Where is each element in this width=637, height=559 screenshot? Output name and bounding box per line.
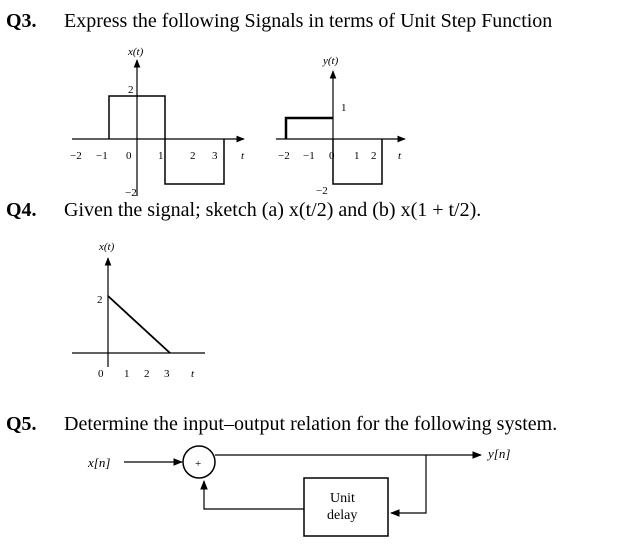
q4-tick-0: 0 — [98, 368, 104, 380]
question-3-text: Express the following Signals in terms o… — [64, 10, 553, 32]
question-4: Q4. Given the signal; sketch (a) x(t/2) a… — [6, 199, 481, 221]
question-4-text: Given the signal; sketch (a) x(t/2) and … — [64, 199, 482, 221]
q3-xt-tick-0: 0 — [126, 150, 132, 162]
q5-block-diagram: x[n] + y[n] Unit delay — [87, 445, 510, 537]
q3-yt-tick-0: 0 — [329, 150, 335, 162]
q5-unit-delay-block — [303, 477, 389, 537]
q3-yt-tick-m2: −2 — [278, 150, 290, 162]
q3-xt-tick-3: 3 — [212, 150, 218, 162]
q5-adder — [182, 445, 216, 479]
q3-xt-ylabel: x(t) — [127, 46, 144, 58]
q5-tap-line — [390, 455, 427, 517]
q5-output-label: y[n] — [486, 446, 510, 461]
q4-signal-ramp — [107, 295, 171, 354]
question-3: Q3. Express the following Signals in term… — [6, 10, 552, 32]
q4-tick-2: 2 — [144, 368, 150, 380]
question-5-text: Determine the input–output relation for … — [64, 413, 558, 435]
q4-tick-3: 3 — [164, 368, 170, 380]
q3-yt-ylabel: y(t) — [322, 55, 339, 67]
q3-yt-tick-1: 1 — [354, 150, 360, 162]
q5-block-line1: Unit — [330, 491, 355, 506]
question-5: Q5. Determine the input–output relation f… — [6, 413, 557, 435]
q3-yt-y-bottom: −2 — [316, 185, 328, 197]
question-4-number: Q4. — [6, 199, 37, 221]
q3-xt-y-top: 2 — [128, 84, 134, 96]
q3-xt-y-bottom: −2 — [125, 187, 137, 199]
q3-yt-plot: y(t) 1 −2 −2 −1 0 1 2 t — [276, 55, 406, 197]
q3-yt-tick-m1: −1 — [303, 150, 315, 162]
q3-xt-tick-m2: −2 — [70, 150, 82, 162]
q3-yt-tick-2: 2 — [371, 150, 377, 162]
q4-tick-1: 1 — [124, 368, 130, 380]
q3-xt-signal — [108, 95, 225, 185]
q3-xt-tick-m1: −1 — [96, 150, 108, 162]
q5-feedback-line — [200, 480, 304, 510]
q4-ylabel: x(t) — [98, 241, 115, 253]
q5-adder-sign: + — [195, 458, 201, 470]
q3-yt-signal-left — [284, 116, 333, 139]
question-3-number: Q3. — [6, 10, 37, 32]
q3-yt-y-top: 1 — [341, 102, 347, 114]
q3-xt-plot: x(t) 2 −2 −2 −1 0 1 2 3 t — [70, 46, 245, 199]
q4-y-tick-2: 2 — [97, 294, 103, 306]
q4-xt-plot: x(t) 2 0 1 2 3 t — [72, 241, 205, 380]
q3-xt-xlabel: t — [241, 150, 245, 162]
q3-xt-tick-1: 1 — [158, 150, 164, 162]
q3-yt-xlabel: t — [398, 150, 402, 162]
q5-block-line2: delay — [327, 508, 357, 523]
question-5-number: Q5. — [6, 413, 37, 435]
q4-xlabel: t — [191, 368, 195, 380]
q3-yt-signal-right — [332, 139, 383, 185]
q5-input-label: x[n] — [87, 455, 110, 470]
q3-xt-tick-2: 2 — [190, 150, 196, 162]
